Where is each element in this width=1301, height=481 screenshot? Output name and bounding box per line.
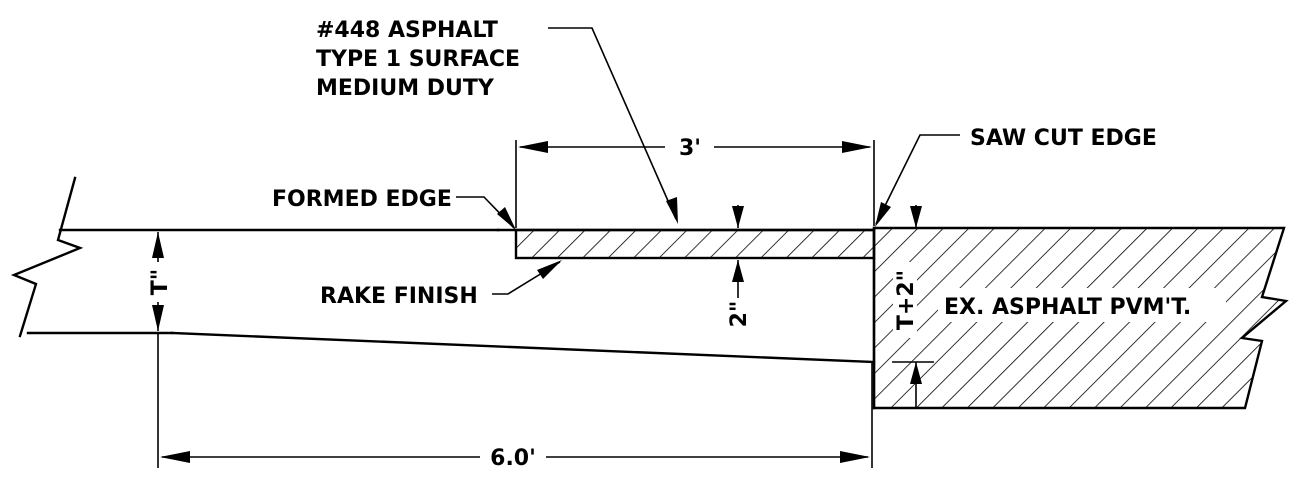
asphalt-callout-line2: TYPE 1 SURFACE xyxy=(316,47,520,72)
existing-pavement-label-bg xyxy=(938,288,1226,322)
dim-6ft-arrow-left xyxy=(160,451,190,463)
rake-finish-callout: RAKE FINISH xyxy=(320,284,478,309)
dim-t2-label-bg xyxy=(893,262,917,338)
dim-t-label: T" xyxy=(148,269,173,295)
asphalt-callout-arrow xyxy=(666,197,678,224)
dim-t-arrow-top xyxy=(152,232,164,258)
asphalt-callout-line3: MEDIUM DUTY xyxy=(316,76,495,101)
dim-t2-arrow-top xyxy=(910,206,922,228)
saw-cut-callout-leader xyxy=(875,134,960,225)
dim-t-label-bg xyxy=(147,262,169,302)
dim-2in-label: 2" xyxy=(727,301,752,328)
pavement-bottom-slope xyxy=(170,331,876,364)
dim-t-arrow-bottom xyxy=(152,305,164,331)
asphalt-callout-line1: #448 ASPHALT xyxy=(316,18,498,43)
dim-2in-arrow-bottom xyxy=(732,260,744,282)
saw-cut-callout: SAW CUT EDGE xyxy=(970,126,1157,151)
saw-cut-callout-arrow xyxy=(875,202,891,227)
asphalt-callout-leader xyxy=(548,27,677,220)
dim-t2-label: T+2" xyxy=(894,270,919,330)
dim-3ft-arrow-left xyxy=(518,141,548,153)
formed-edge-callout-arrow xyxy=(497,207,516,230)
rake-finish-callout-arrow xyxy=(537,260,562,279)
left-break-line xyxy=(10,176,84,338)
formed-edge-callout: FORMED EDGE xyxy=(272,187,452,212)
dim-t2-arrow-bottom xyxy=(910,362,922,384)
existing-pavement-label: EX. ASPHALT PVM'T. xyxy=(944,295,1191,320)
dim-6ft-label: 6.0' xyxy=(490,446,536,471)
dim-3ft-arrow-right xyxy=(842,141,872,153)
dim-2in-arrow-top xyxy=(732,206,744,228)
asphalt-overlay-strip xyxy=(514,228,876,260)
dim-3ft-label: 3' xyxy=(679,136,701,161)
dim-6ft-arrow-right xyxy=(840,451,870,463)
